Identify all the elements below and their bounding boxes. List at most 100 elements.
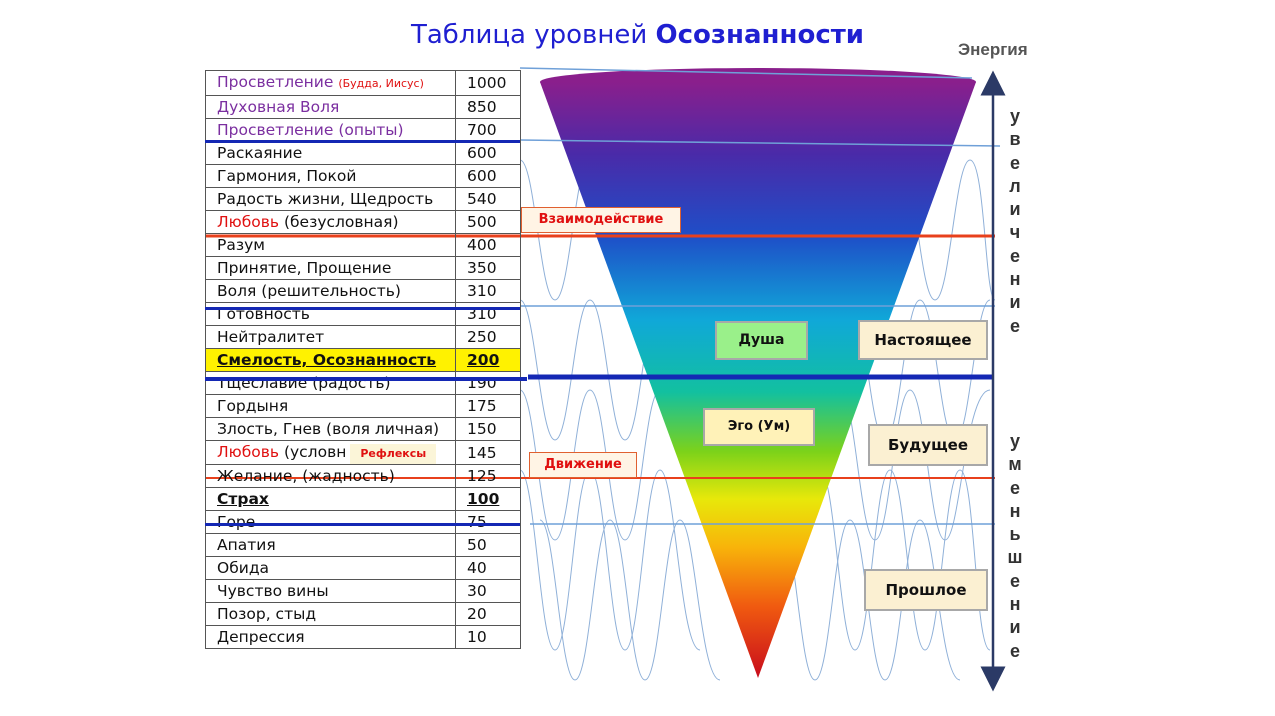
table-row: Злость, Гнев (воля личная) 150 [205, 417, 521, 441]
past-box: Прошлое [864, 569, 988, 611]
level-value-text: 310 [467, 282, 497, 300]
page-title: Таблица уровней Осознанности [0, 20, 1275, 50]
level-value-text: 125 [467, 467, 497, 485]
wave-line [519, 389, 661, 541]
level-value: 40 [455, 556, 521, 580]
wave-line [839, 389, 991, 541]
level-name-text: Обида [217, 559, 270, 577]
table-row: Просветление (Будда, Иисус)1000 [205, 70, 521, 96]
movement-tag: Движение [529, 452, 637, 478]
level-value-text: 100 [467, 490, 500, 508]
level-name-rest: (безусловная) [279, 213, 399, 231]
table-row: Желание, (жадность) 125 [205, 464, 521, 488]
level-name: Радость жизни, Щедрость [205, 187, 456, 211]
level-name: Готовность [205, 302, 456, 326]
level-name-text: Воля (решительность) [217, 282, 401, 300]
level-name-text: Принятие, Прощение [217, 259, 392, 277]
level-value: 700 [455, 118, 521, 142]
title-bold: Осознанности [655, 20, 865, 50]
level-name-red: Любовь [217, 443, 280, 461]
level-value-text: 500 [467, 213, 497, 231]
vertical-letter: е [1009, 477, 1020, 498]
vertical-letter: е [1009, 315, 1020, 336]
ego-box: Эго (Ум) [703, 408, 815, 446]
level-value: 200 [455, 348, 521, 372]
level-value-text: 200 [467, 351, 500, 369]
level-value: 310 [455, 279, 521, 303]
level-note: (Будда, Иисус) [338, 77, 424, 90]
level-name: Разум [205, 233, 456, 257]
level-name-text: Радость жизни, Щедрость [217, 190, 434, 208]
level-value: 500 [455, 210, 521, 234]
level-name-text: Смелость, Осознанность [217, 351, 437, 369]
level-name-text: Духовная Воля [217, 98, 340, 116]
level-value-text: 700 [467, 121, 497, 139]
guide-line [519, 139, 1001, 147]
vertical-letter: л [1009, 175, 1021, 196]
level-name: Депрессия [205, 625, 456, 649]
level-value-text: 145 [467, 443, 497, 462]
table-divider [205, 140, 520, 143]
future-box: Будущее [868, 424, 988, 466]
vertical-letter: у [1009, 431, 1020, 451]
table-row: Тщеславие (радость)190 [205, 371, 521, 395]
level-name-text: Просветление (опыты) [217, 121, 404, 139]
table-row: Гармония, Покой 600 [205, 164, 521, 188]
level-value-text: 50 [467, 536, 487, 554]
level-value: 350 [455, 256, 521, 280]
vertical-letter: е [1009, 570, 1020, 591]
table-row: Апатия 50 [205, 533, 521, 557]
level-name-text: Страх [217, 490, 269, 508]
level-value: 310 [455, 302, 521, 326]
vertical-letter: м [1008, 454, 1022, 475]
table-row: Любовь (безусловная) 500 [205, 210, 521, 234]
level-value-text: 150 [467, 420, 497, 438]
level-name-text: Злость, Гнев (воля личная) [217, 420, 440, 438]
level-name-text: Гармония, Покой [217, 167, 357, 185]
level-value-text: 75 [467, 513, 487, 531]
wave-line [519, 469, 701, 651]
level-name-text: Апатия [217, 536, 276, 554]
level-value-text: 20 [467, 605, 487, 623]
soul-box: Душа [715, 321, 808, 360]
table-row: Обида 40 [205, 556, 521, 580]
level-value-text: 350 [467, 259, 497, 277]
vertical-letter: ш [1007, 547, 1023, 568]
level-value: 600 [455, 164, 521, 188]
table-row: Принятие, Прощение 350 [205, 256, 521, 280]
level-name-text: Чувство вины [217, 582, 329, 600]
table-row: Горе 75 [205, 510, 521, 534]
level-value-text: 175 [467, 397, 497, 415]
level-name-text: Желание, (жадность) [217, 467, 395, 485]
level-value: 190 [455, 371, 521, 395]
table-row: Гордыня 175 [205, 394, 521, 418]
level-name: Тщеславие (радость) [205, 371, 456, 395]
level-value-text: 250 [467, 328, 497, 346]
level-name: Горе [205, 510, 456, 534]
level-name: Любовь (безусловная) [205, 210, 456, 234]
level-value: 250 [455, 325, 521, 349]
present-box: Настоящее [858, 320, 988, 360]
level-value: 50 [455, 533, 521, 557]
level-value: 400 [455, 233, 521, 257]
level-value: 175 [455, 394, 521, 418]
wave-line [519, 299, 661, 441]
level-name: Гордыня [205, 394, 456, 418]
level-name: Позор, стыд [205, 602, 456, 626]
level-name: Страх [205, 487, 456, 511]
level-name-text: Разум [217, 236, 265, 254]
vertical-letter: н [1009, 594, 1021, 615]
vertical-letter: н [1009, 269, 1021, 290]
level-value: 10 [455, 625, 521, 649]
vertical-letter: у [1009, 106, 1020, 126]
